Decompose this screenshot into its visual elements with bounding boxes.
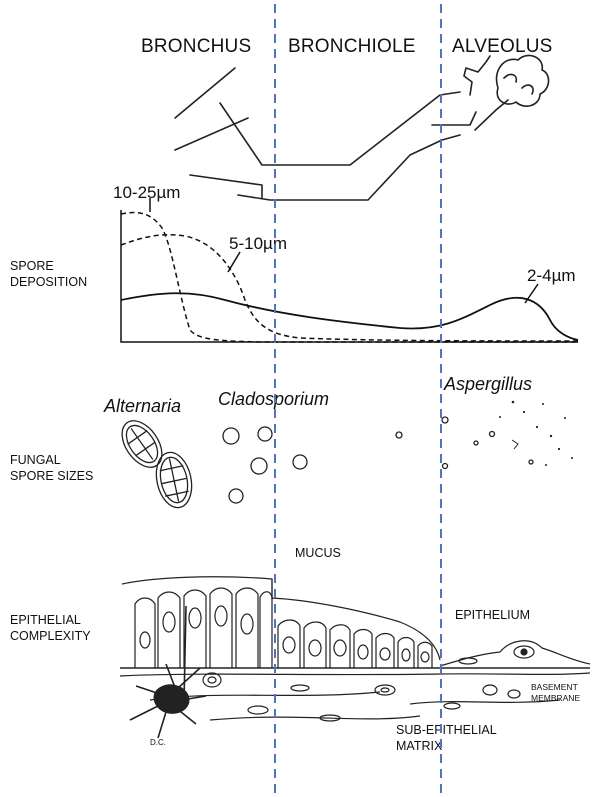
region-dividers [0, 0, 594, 797]
airway-diagram: BRONCHUS BRONCHIOLE ALVEOLUS [0, 0, 594, 797]
